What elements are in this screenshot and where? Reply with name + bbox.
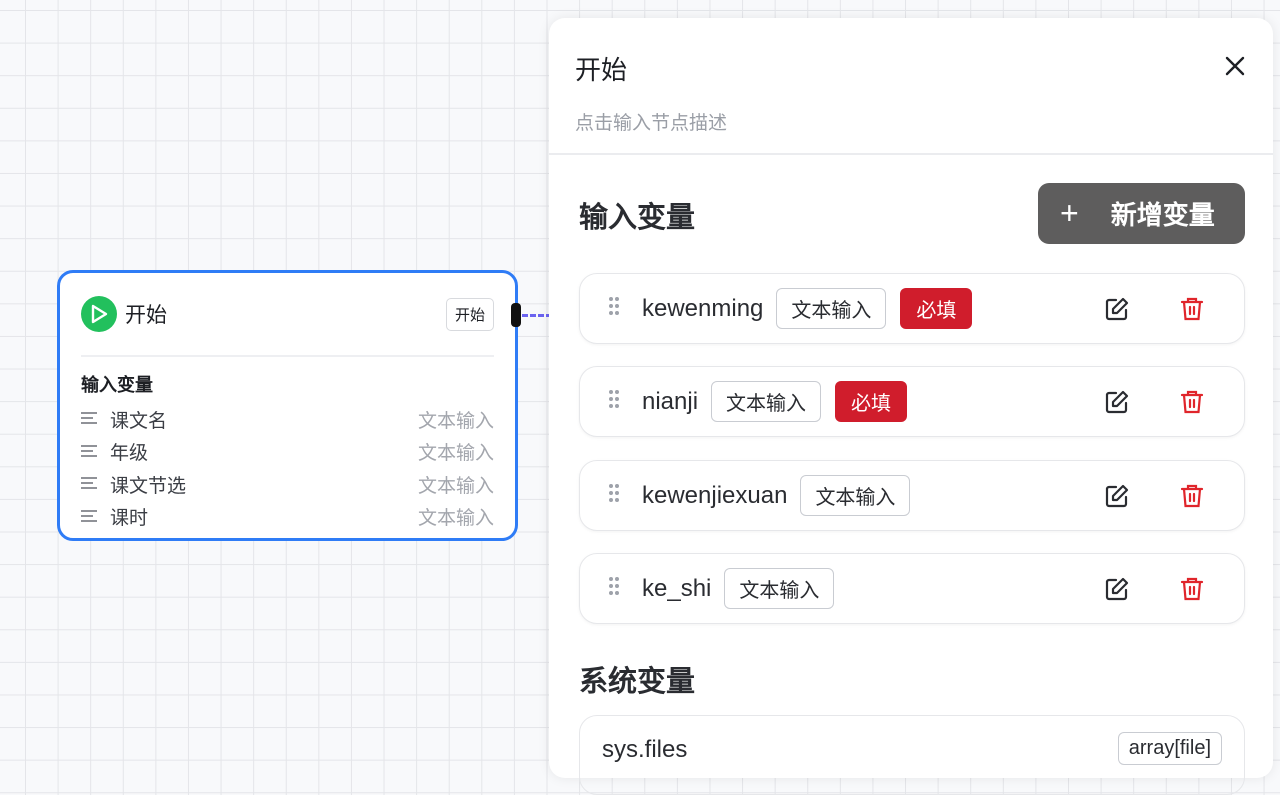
drag-handle-icon[interactable]	[608, 483, 622, 509]
node-variable-type: 文本输入	[417, 410, 494, 432]
node-variable-type: 文本输入	[417, 443, 494, 465]
panel-description[interactable]: 点击输入节点描述	[575, 113, 728, 134]
node-variable-name: 年级	[110, 443, 149, 465]
add-variable-button[interactable]: + 新增变量	[1038, 183, 1245, 244]
text-lines-icon	[81, 506, 97, 528]
variable-type-tag: 文本输入	[711, 381, 822, 422]
variable-name: kewenjiexuan	[642, 481, 788, 509]
variable-type-tag: 文本输入	[800, 475, 911, 516]
delete-icon[interactable]	[1180, 389, 1204, 420]
variable-card: ke_shi 文本输入	[579, 553, 1245, 624]
connection-edge	[522, 314, 552, 317]
node-section-title: 输入变量	[81, 375, 153, 395]
output-handle[interactable]	[511, 303, 521, 327]
add-variable-label: 新增变量	[1110, 200, 1215, 230]
divider	[549, 153, 1273, 155]
system-variable-type: array[file]	[1117, 732, 1222, 765]
system-variable-card: sys.files array[file]	[579, 715, 1245, 795]
system-variables-title: 系统变量	[579, 666, 696, 698]
required-badge: 必填	[900, 288, 973, 329]
node-variable-name: 课文名	[110, 410, 168, 432]
node-variable-name: 课文节选	[110, 475, 187, 497]
node-variable-type: 文本输入	[417, 475, 494, 497]
variable-card: kewenming 文本输入 必填	[579, 273, 1245, 344]
node-variable-row: 课文节选 文本输入	[81, 468, 494, 501]
panel-title[interactable]: 开始	[575, 55, 628, 85]
text-lines-icon	[81, 441, 97, 463]
drag-handle-icon[interactable]	[608, 389, 622, 415]
drag-handle-icon[interactable]	[608, 576, 622, 602]
node-title: 开始	[125, 304, 167, 327]
edit-icon[interactable]	[1104, 483, 1130, 514]
node-variable-name: 课时	[110, 508, 149, 530]
variable-card: nianji 文本输入 必填	[579, 366, 1245, 437]
play-icon	[81, 296, 117, 332]
input-variables-title: 输入变量	[579, 202, 696, 234]
node-tag: 开始	[445, 297, 494, 331]
variable-name: ke_shi	[642, 574, 712, 602]
required-badge: 必填	[835, 381, 908, 422]
node-variable-row: 课时 文本输入	[81, 501, 494, 534]
close-icon[interactable]	[1221, 52, 1249, 80]
delete-icon[interactable]	[1180, 576, 1204, 607]
delete-icon[interactable]	[1180, 296, 1204, 327]
variable-type-tag: 文本输入	[776, 288, 887, 329]
edit-icon[interactable]	[1104, 576, 1130, 607]
drag-handle-icon[interactable]	[608, 296, 622, 322]
text-lines-icon	[81, 473, 97, 495]
variable-name: kewenming	[642, 294, 764, 322]
edit-icon[interactable]	[1104, 296, 1130, 327]
plus-icon: +	[1060, 195, 1079, 231]
text-lines-icon	[81, 408, 97, 430]
node-variable-row: 年级 文本输入	[81, 436, 494, 469]
node-variable-row: 课文名 文本输入	[81, 403, 494, 436]
node-header: 开始 开始	[81, 273, 494, 357]
edit-icon[interactable]	[1104, 389, 1130, 420]
variable-type-tag: 文本输入	[724, 568, 835, 609]
delete-icon[interactable]	[1180, 483, 1204, 514]
node-settings-panel: 开始 点击输入节点描述 输入变量 + 新增变量 kewenming 文本输入 必填…	[549, 18, 1273, 795]
variable-name: nianji	[642, 387, 699, 415]
start-node[interactable]: 开始 开始 输入变量 课文名文本输入年级文本输入课文节选文本输入课时文本输入	[57, 270, 518, 541]
node-variable-type: 文本输入	[417, 508, 494, 530]
variable-card: kewenjiexuan 文本输入	[579, 460, 1245, 531]
